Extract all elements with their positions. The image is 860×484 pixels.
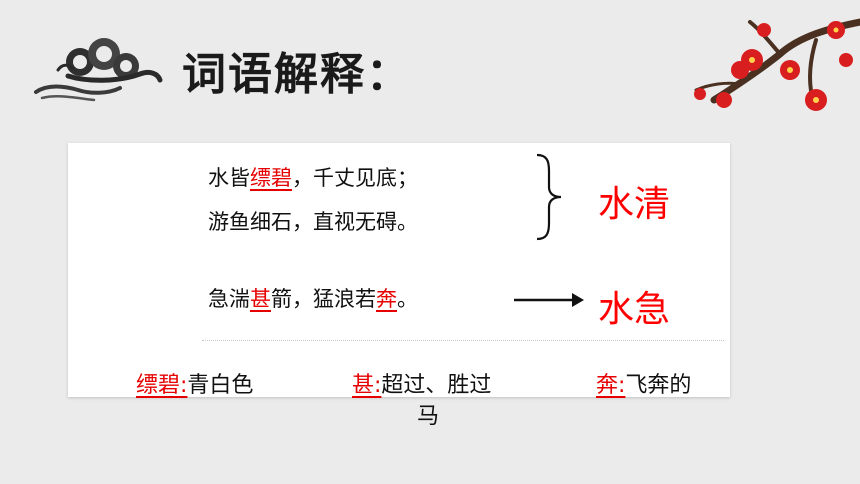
content-card xyxy=(68,143,730,397)
glossary-definition: 超过、胜过 xyxy=(381,373,492,398)
glossary-definition: 青白色 xyxy=(187,373,254,398)
highlight-piaobi: 缥碧 xyxy=(250,166,292,190)
text-line-1: 水皆缥碧，千丈见底； xyxy=(208,166,418,190)
right-brace-icon xyxy=(536,153,562,241)
highlight-ben: 奔 xyxy=(376,287,397,311)
highlight-shen: 甚 xyxy=(250,287,271,311)
dotted-divider xyxy=(202,340,724,341)
glossary-item-ben: 奔:飞奔的 xyxy=(596,367,691,399)
page-title: 词语解释： xyxy=(182,49,412,100)
text-line-3: 急湍甚箭，猛浪若奔。 xyxy=(208,287,418,311)
glossary-definition: 飞奔的 xyxy=(625,373,692,398)
plum-blossom-branch xyxy=(694,18,860,111)
glossary-term: 奔: xyxy=(596,373,626,398)
tag-water-clear: 水清 xyxy=(598,184,671,225)
tag-water-rapid: 水急 xyxy=(598,289,671,330)
glossary-term: 缥碧: xyxy=(136,373,188,398)
text-line-2: 游鱼细石，直视无碍。 xyxy=(208,210,418,234)
glossary-item-piaobi: 缥碧:青白色 xyxy=(136,367,253,399)
right-arrow-icon xyxy=(514,293,584,307)
cloud-logo xyxy=(34,38,163,102)
glossary-item-shen: 甚:超过、胜过 xyxy=(352,367,491,399)
glossary-term: 甚: xyxy=(352,373,382,398)
glossary-definition-overflow: 马 xyxy=(417,404,440,429)
